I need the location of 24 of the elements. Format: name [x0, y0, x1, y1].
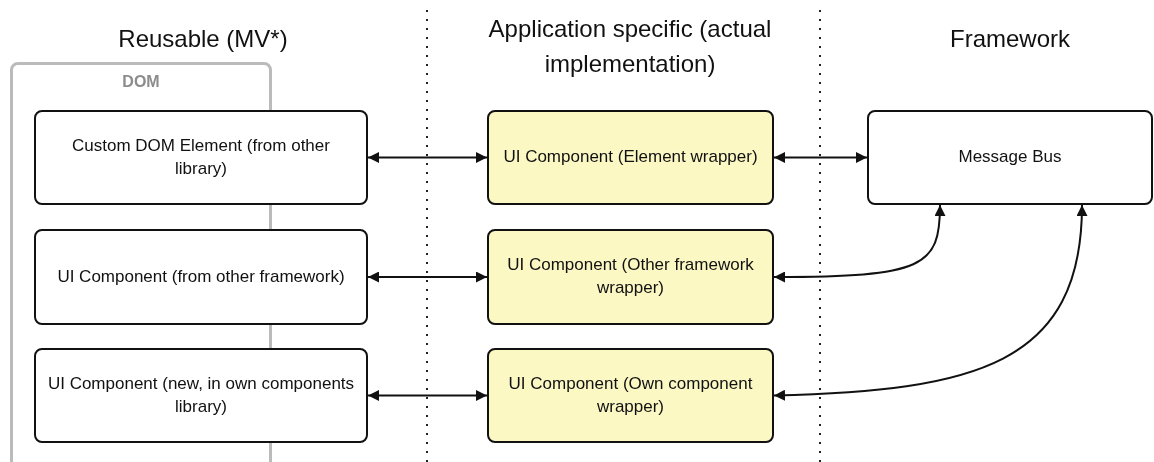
component-box [34, 348, 368, 443]
double-arrow [773, 152, 868, 163]
double-arrow [773, 204, 946, 283]
node-label: UI Component (Element wrapper) [503, 146, 758, 169]
double-arrow [367, 152, 488, 163]
column-heading: Application specific (actual implementation) [487, 14, 773, 79]
component-box [34, 229, 368, 325]
node-label: UI Component (Other framework wrapper) [506, 254, 755, 299]
component-box [867, 110, 1153, 205]
node-label: UI Component (Own component wrapper) [507, 372, 754, 418]
component-box [34, 110, 368, 205]
double-arrow [773, 204, 1087, 401]
node-label: Custom DOM Element (from other library) [71, 134, 331, 180]
node-label: UI Component (from other framework) [57, 265, 345, 288]
node-label: Message Bus [958, 146, 1062, 169]
column-heading: Reusable (MV*) [117, 24, 289, 54]
wrapper-box [487, 110, 774, 205]
wrapper-box [487, 348, 774, 443]
double-arrow [367, 271, 488, 283]
column-heading: Framework [949, 24, 1071, 54]
double-arrow [367, 390, 488, 401]
node-label: UI Component (new, in own components library) [46, 372, 356, 418]
wrapper-box [487, 229, 774, 325]
group-title: DOM [122, 72, 160, 92]
